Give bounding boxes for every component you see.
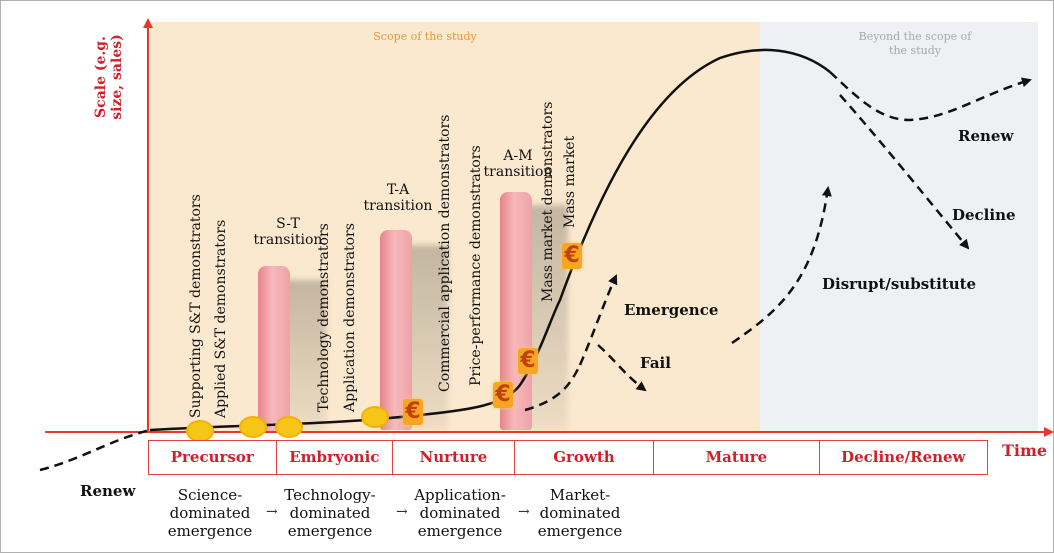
science-dominated-emergence: Science- dominated emergence — [167, 486, 253, 540]
stage-nurture: Nurture — [393, 441, 515, 474]
renew-label: Renew — [958, 127, 1014, 145]
renew-bottom-label: Renew — [80, 482, 136, 500]
ta-transition-label: T-A transition — [363, 182, 433, 214]
stage-row: Precursor Embryonic Nurture Growth Matur… — [148, 440, 988, 475]
technology-demonstrators-label: Technology demonstrators — [316, 223, 332, 412]
stage-precursor: Precursor — [149, 441, 277, 474]
main-s-curve — [149, 48, 831, 432]
arrow-icon: → — [396, 504, 408, 520]
stage-decline-renew: Decline/Renew — [841, 448, 966, 466]
fail-arrow — [597, 344, 647, 392]
renew-entry-curve — [39, 428, 151, 472]
burst-icon — [277, 418, 301, 436]
mass-market-label: Mass market — [562, 135, 578, 228]
st-transition-bar — [258, 266, 290, 431]
market-dominated-emergence: Market- dominated emergence — [537, 486, 623, 540]
euro-icon: € — [518, 348, 538, 374]
burst-icon — [241, 418, 265, 436]
growth-dashed-curve — [524, 364, 582, 412]
fail-label: Fail — [640, 354, 671, 372]
decline-arrow — [839, 94, 970, 250]
burst-icon — [363, 408, 387, 426]
disrupt-substitute-label: Disrupt/substitute — [822, 275, 977, 293]
technology-dominated-emergence: Technology- dominated emergence — [284, 486, 376, 540]
price-performance-demonstrators-label: Price-performance demonstrators — [468, 145, 484, 386]
stage-embryonic: Embryonic — [277, 441, 394, 474]
emergence-label: Emergence — [624, 301, 719, 319]
scope-label: Scope of the study — [373, 30, 477, 43]
arrow-icon: → — [518, 504, 530, 520]
supporting-st-demonstrators-label: Supporting S&T demonstrators — [188, 194, 204, 418]
x-axis-label: Time — [1002, 441, 1048, 460]
decline-label: Decline — [952, 206, 1016, 224]
renew-arrow — [829, 71, 1032, 122]
st-transition-label: S-T transition — [253, 216, 323, 248]
burst-icon — [188, 422, 212, 440]
application-demonstrators-label: Application demonstrators — [342, 223, 358, 412]
application-dominated-emergence: Application- dominated emergence — [414, 486, 506, 540]
scope-region — [150, 22, 760, 432]
euro-icon: € — [403, 399, 423, 425]
am-transition-label: A-M transition — [483, 148, 553, 180]
emergence-arrow — [578, 274, 618, 366]
euro-icon: € — [562, 243, 582, 269]
applied-st-demonstrators-label: Applied S&T demonstrators — [213, 219, 229, 418]
stage-mature: Mature — [654, 441, 820, 474]
euro-icon: € — [493, 382, 513, 408]
beyond-scope-region — [760, 22, 1038, 432]
beyond-scope-label: Beyond the scope of the study — [858, 30, 972, 57]
mass-market-demonstrators-label: Mass market demonstrators — [540, 101, 556, 302]
ta-transition-bar — [380, 230, 412, 430]
commercial-application-demonstrators-label: Commercial application demonstrators — [437, 114, 453, 392]
arrow-icon: → — [266, 504, 278, 520]
stage-growth: Growth — [515, 441, 655, 474]
disrupt-arrow — [731, 186, 832, 345]
